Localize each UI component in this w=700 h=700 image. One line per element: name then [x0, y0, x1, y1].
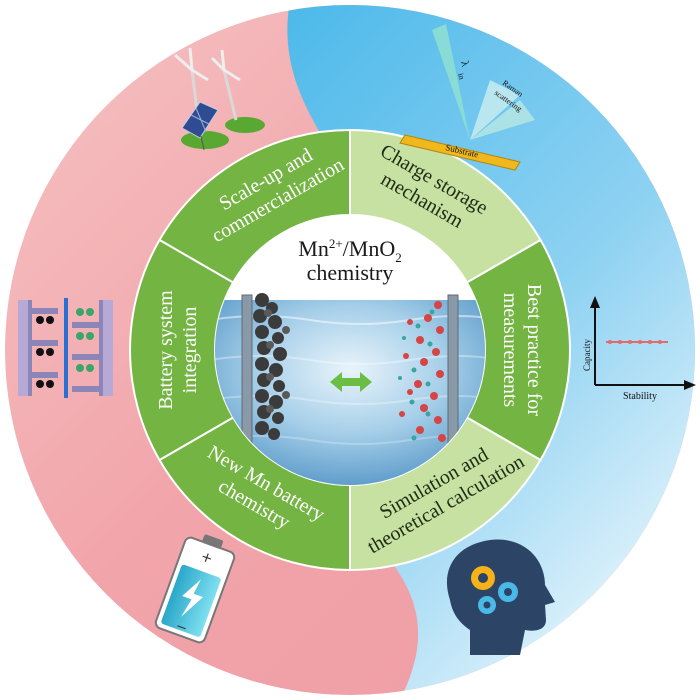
label-battery-system: Battery system integration — [155, 290, 201, 410]
center-title: Mn2+/MnO2 — [298, 236, 401, 265]
svg-text:Battery system: Battery system — [155, 290, 177, 410]
center-subtitle: chemistry — [307, 260, 394, 285]
exchange-arrow-icon — [330, 372, 372, 392]
left-electrode — [241, 293, 290, 446]
svg-text:Capacity: Capacity — [582, 339, 592, 371]
svg-text:−: − — [173, 618, 189, 637]
svg-text:measurements: measurements — [499, 293, 521, 408]
svg-text:+: + — [198, 549, 214, 568]
svg-text:λ: λ — [458, 60, 471, 69]
svg-text:in: in — [456, 72, 466, 80]
svg-text:integration: integration — [179, 307, 201, 394]
svg-text:Best practice for: Best practice for — [523, 284, 545, 416]
ai-head-icon — [446, 539, 555, 655]
center-circle: Mn2+/MnO2 chemistry — [215, 215, 485, 485]
battery-icon: + − — [154, 534, 236, 644]
capacity-stability-plot-icon: Capacity Stability — [582, 296, 696, 402]
electrode-stack-icon — [18, 298, 113, 398]
svg-text:Stability: Stability — [623, 391, 657, 402]
right-electrode — [398, 294, 459, 446]
solar-panel-icon — [181, 101, 219, 151]
label-best-practice: Best practice for measurements — [499, 284, 545, 416]
